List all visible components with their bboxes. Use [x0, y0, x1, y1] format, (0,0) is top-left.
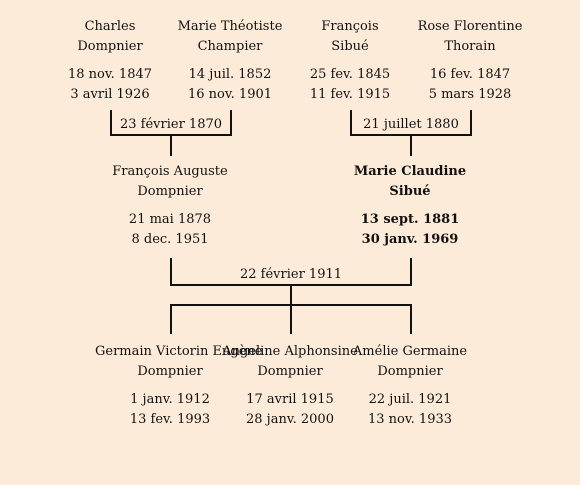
first-names: Rose Florentine [417, 19, 523, 34]
death-date: 13 fev. 1993 [129, 412, 211, 427]
connector-line [410, 258, 412, 286]
first-names: François Auguste [112, 164, 228, 179]
surname: Dompnier [77, 39, 143, 54]
connector-line [290, 284, 292, 304]
person-grandfather-paternal: Charles Dompnier 18 nov. 1847 3 avril 19… [35, 17, 185, 105]
connector-line [230, 110, 232, 136]
person-grandmother-maternal: Rose Florentine Thorain 16 fev. 1847 5 m… [395, 17, 545, 105]
birth-date: 25 fev. 1845 [309, 67, 391, 82]
death-date: 16 nov. 1901 [187, 87, 273, 102]
death-date: 11 fev. 1915 [309, 87, 391, 102]
first-names: François [321, 19, 379, 34]
connector-line [470, 110, 472, 136]
connector-line [170, 304, 172, 334]
connector-line [410, 134, 412, 156]
person-mother-highlighted: Marie Claudine Sibué 13 sept. 1881 30 ja… [335, 162, 485, 250]
marriage-date-maternal: 21 juillet 1880 [363, 117, 459, 132]
death-date: 30 janv. 1969 [361, 232, 459, 247]
connector-line [170, 258, 172, 286]
first-names: Angeline Alphonsine [222, 344, 358, 359]
connector-line [110, 110, 112, 136]
first-names: Marie Théotiste [177, 19, 283, 34]
person-child-3: Amélie Germaine Dompnier 22 juil. 1921 1… [335, 342, 485, 430]
surname: Dompnier [137, 184, 203, 199]
birth-date: 14 juil. 1852 [188, 67, 272, 82]
first-names: Germain Victorin Eugène [95, 344, 263, 359]
person-child-2: Angeline Alphonsine Dompnier 17 avril 19… [215, 342, 365, 430]
surname: Dompnier [377, 364, 443, 379]
connector-line [170, 134, 172, 156]
birth-date: 1 janv. 1912 [130, 392, 210, 407]
first-names: Marie Claudine [353, 164, 467, 179]
first-names: Charles [84, 19, 136, 34]
person-child-1: Germain Victorin Eugène Dompnier 1 janv.… [95, 342, 263, 430]
person-grandfather-maternal: François Sibué 25 fev. 1845 11 fev. 1915 [275, 17, 425, 105]
birth-date: 17 avril 1915 [246, 392, 334, 407]
death-date: 3 avril 1926 [70, 87, 150, 102]
marriage-date-paternal: 23 février 1870 [119, 117, 223, 132]
surname: Thorain [444, 39, 496, 54]
marriage-date-parents: 22 février 1911 [239, 267, 343, 282]
birth-date: 22 juil. 1921 [368, 392, 452, 407]
birth-date: 21 mai 1878 [128, 212, 212, 227]
surname: Champier [197, 39, 263, 54]
connector-line [350, 110, 352, 136]
person-grandmother-paternal: Marie Théotiste Champier 14 juil. 1852 1… [155, 17, 305, 105]
surname: Dompnier [137, 364, 203, 379]
person-father: François Auguste Dompnier 21 mai 1878 8 … [95, 162, 245, 250]
death-date: 28 janv. 2000 [246, 412, 334, 427]
birth-date: 16 fev. 1847 [429, 67, 511, 82]
surname: Sibué [331, 39, 369, 54]
connector-line [410, 304, 412, 334]
birth-date: 13 sept. 1881 [360, 212, 460, 227]
connector-line [290, 304, 292, 334]
surname: Sibué [389, 184, 431, 199]
death-date: 8 dec. 1951 [131, 232, 209, 247]
death-date: 13 nov. 1933 [367, 412, 453, 427]
birth-date: 18 nov. 1847 [67, 67, 153, 82]
death-date: 5 mars 1928 [428, 87, 512, 102]
surname: Dompnier [257, 364, 323, 379]
first-names: Amélie Germaine [352, 344, 468, 359]
